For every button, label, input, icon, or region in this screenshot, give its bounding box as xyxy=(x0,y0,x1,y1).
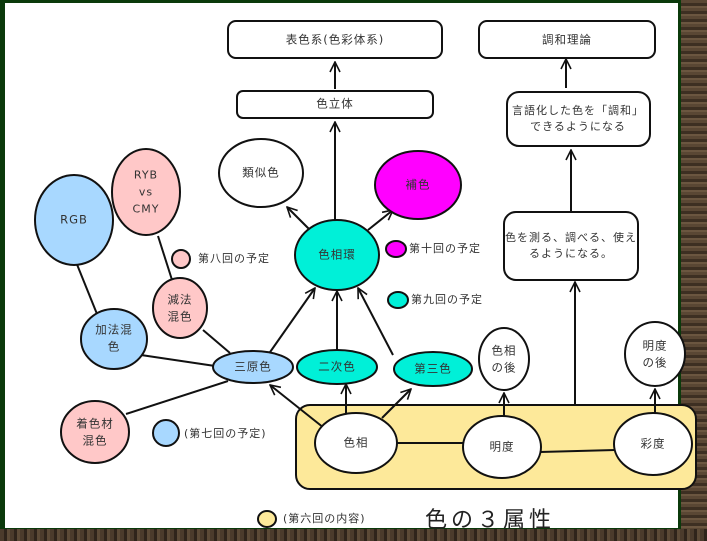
node-hue-circle xyxy=(294,219,380,291)
diagram-title: 色の３属性 xyxy=(425,508,556,533)
box-harmony-theory xyxy=(478,20,656,59)
label-verbalize-harmony: 言語化した色を「調和」 できるようになる xyxy=(512,104,644,133)
legend-lesson9: 第九回の予定 xyxy=(411,293,483,307)
label-additive: 加法混 色 xyxy=(95,322,133,353)
arrow-primary-to-huecircle xyxy=(267,288,315,356)
label-color-solid: 色立体 xyxy=(316,96,354,111)
edge-additive-primary xyxy=(140,354,216,367)
box-color-system xyxy=(227,20,443,59)
node-analogous xyxy=(218,138,304,208)
label-colorant: 着色材 混色 xyxy=(76,416,114,447)
node-primary xyxy=(212,350,294,384)
arrow-tertiary-to-huecircle xyxy=(357,288,394,356)
arrow-huecircle-to-complementary xyxy=(367,210,393,231)
legend-swatch-yellow xyxy=(257,510,277,528)
label-complementary: 補色 xyxy=(405,177,431,192)
legend-swatch-blue xyxy=(152,419,180,447)
node-after-value xyxy=(624,321,686,387)
edge-rgb-additive xyxy=(73,256,98,315)
node-hue xyxy=(314,412,398,474)
arrow-hue-to-tertiary xyxy=(381,389,411,419)
label-hue: 色相 xyxy=(343,435,369,450)
legend-lesson10: 第十回の予定 xyxy=(409,242,481,256)
node-ryb-cmy xyxy=(111,148,181,236)
edge-rybcmy-subtractive xyxy=(157,235,174,284)
label-after-value: 明度 の後 xyxy=(642,338,668,369)
edge-value-chroma xyxy=(539,449,616,453)
box-measure-use xyxy=(503,211,639,281)
label-rgb: RGB xyxy=(60,212,88,227)
label-subtractive: 減法 混色 xyxy=(167,292,193,323)
arrow-huecircle-to-analogous xyxy=(287,207,311,231)
node-rgb xyxy=(34,174,114,266)
node-colorant xyxy=(60,400,130,464)
legend-swatch-cyan xyxy=(387,291,409,309)
legend-swatch-magenta xyxy=(385,240,407,258)
arrow-hue-to-primary xyxy=(270,385,325,429)
label-ryb-cmy: RYB vs CMY xyxy=(132,168,160,216)
node-value xyxy=(462,415,542,479)
box-color-solid xyxy=(236,90,434,119)
node-after-hue xyxy=(478,327,530,391)
label-analogous: 類似色 xyxy=(242,165,280,180)
node-subtractive xyxy=(152,277,208,339)
edge-subtractive-primary xyxy=(202,329,231,354)
node-tertiary xyxy=(393,351,473,387)
label-chroma: 彩度 xyxy=(640,436,666,451)
node-chroma xyxy=(613,412,693,476)
label-secondary: 二次色 xyxy=(318,359,356,374)
label-tertiary: 第三色 xyxy=(414,361,452,376)
label-primary: 三原色 xyxy=(234,359,272,374)
label-after-hue: 色相 の後 xyxy=(491,343,517,374)
label-harmony-theory: 調和理論 xyxy=(542,32,592,47)
node-additive xyxy=(80,308,148,370)
box-verbalize-harmony xyxy=(506,91,651,147)
edge-colorant-primary xyxy=(125,380,229,415)
label-hue-circle: 色相環 xyxy=(318,247,356,262)
legend-lesson7: (第七回の予定) xyxy=(184,427,267,441)
legend-lesson8: 第八回の予定 xyxy=(198,252,270,266)
label-color-system: 表色系(色彩体系) xyxy=(285,32,385,47)
legend-lesson6: (第六回の内容) xyxy=(283,512,366,526)
node-complementary xyxy=(374,150,462,220)
label-measure-use: 色を測る、調べる、使え るようになる。 xyxy=(505,231,637,260)
node-secondary xyxy=(296,349,378,385)
background-wood-bottom xyxy=(0,529,707,541)
label-value: 明度 xyxy=(489,439,515,454)
legend-swatch-pink xyxy=(171,249,191,269)
